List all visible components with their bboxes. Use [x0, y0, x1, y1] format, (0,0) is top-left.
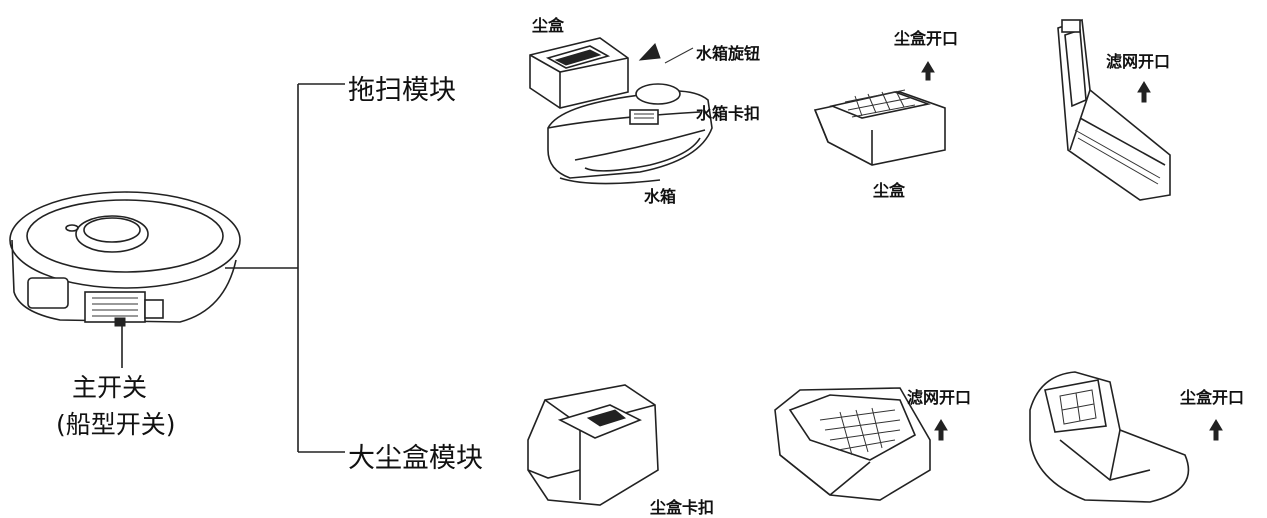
dust-box-top-illustration	[529, 37, 629, 109]
main-switch-title: 主开关	[72, 373, 148, 402]
tank-clip-label: 水箱卡扣	[696, 104, 761, 123]
large-dust-box-filter-illustration	[774, 387, 931, 501]
large-dust-box-open-illustration	[1029, 371, 1190, 503]
filter-opening-bottom-label: 滤网开口	[907, 388, 972, 407]
dust-box-bottom-label: 尘盒	[873, 181, 906, 200]
arrow-up-icon	[1137, 81, 1151, 103]
connector-lines	[121, 47, 694, 453]
arrow-up-icon	[638, 43, 661, 61]
mop-module-title: 拖扫模块	[348, 75, 456, 106]
filter-opening-label: 滤网开口	[1106, 52, 1171, 71]
dust-box-open-illustration	[813, 89, 946, 166]
large-dust-box-side-illustration	[527, 384, 659, 506]
tank-knob-label: 水箱旋钮	[696, 44, 761, 63]
main-switch-subtitle: (船型开关)	[56, 410, 176, 439]
arrow-up-icon	[934, 419, 948, 441]
dust-module-title: 大尘盒模块	[348, 443, 483, 474]
dust-box-top-label: 尘盒	[532, 16, 565, 35]
water-tank-illustration	[547, 83, 713, 185]
dust-box-opening-label: 尘盒开口	[894, 29, 959, 48]
arrow-up-icon	[1209, 419, 1223, 441]
water-tank-label: 水箱	[644, 187, 677, 206]
filter-box-illustration	[1057, 18, 1171, 201]
robot-vacuum-illustration	[9, 191, 241, 327]
dust-box-clip-label: 尘盒卡扣	[650, 498, 715, 517]
dust-box-opening-bottom-label: 尘盒开口	[1180, 388, 1245, 407]
arrow-up-icon	[921, 61, 935, 81]
